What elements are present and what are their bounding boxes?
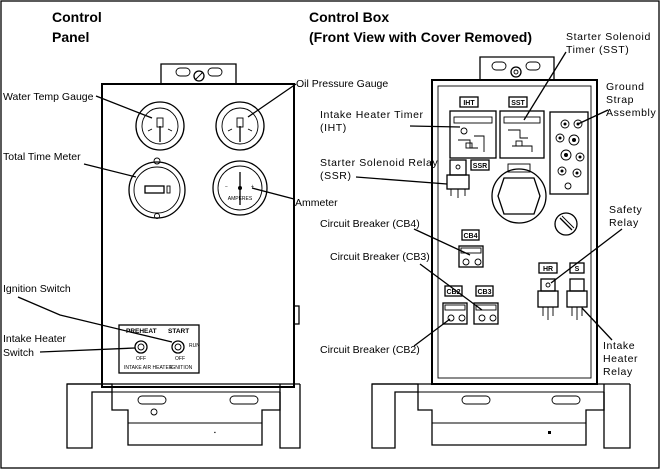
oil-pressure-gauge bbox=[215, 101, 265, 151]
leader-sst bbox=[523, 51, 567, 121]
switch-plate-preheat: PREHEAT bbox=[126, 328, 157, 335]
switch-plate-run: RUN bbox=[189, 343, 200, 349]
leader-cb2 bbox=[413, 318, 451, 347]
label-sst-line1: Starter Solenoid bbox=[566, 31, 651, 43]
left-mounting-base: ▪ bbox=[66, 383, 301, 449]
svg-text:+: + bbox=[251, 184, 254, 190]
label-cb3: Circuit Breaker (CB3) bbox=[330, 251, 430, 263]
right-mounting-base bbox=[371, 383, 631, 449]
intake-heater-switch[interactable] bbox=[134, 340, 148, 354]
svg-text:▪: ▪ bbox=[214, 430, 216, 436]
label-ssr-line1: Starter Solenoid Relay bbox=[320, 157, 438, 169]
left-title-line1: Control bbox=[52, 9, 102, 25]
tag-cb4: CB4 bbox=[463, 233, 477, 240]
label-sst-line2: Timer (SST) bbox=[566, 44, 629, 56]
intake-heater-timer: IHT bbox=[449, 96, 497, 159]
ground-strap-assembly bbox=[549, 111, 589, 195]
switch-plate-intake-air-heater: INTAKE AIR HEATER bbox=[124, 365, 173, 371]
starter-solenoid-relay: SSR bbox=[446, 159, 490, 198]
safety-relay: S bbox=[566, 262, 588, 320]
switch-plate-off-right: OFF bbox=[175, 356, 185, 362]
leader-intake-heater-relay bbox=[581, 307, 613, 341]
tag-iht: IHT bbox=[463, 100, 475, 107]
leader-intake-heater-switch bbox=[39, 347, 136, 353]
leader-ground bbox=[577, 109, 609, 125]
label-iht-line2: (IHT) bbox=[320, 122, 347, 134]
label-ihr-line2: Heater bbox=[603, 353, 638, 365]
water-temp-gauge bbox=[135, 101, 185, 151]
label-water-temp-gauge: Water Temp Gauge bbox=[3, 91, 94, 103]
label-safety-line1: Safety bbox=[609, 204, 643, 216]
label-ignition-switch: Ignition Switch bbox=[3, 283, 71, 295]
ammeter-face-label: AMPERES bbox=[228, 196, 253, 202]
label-intake-heater-line1: Intake Heater bbox=[3, 333, 67, 345]
leader-cb4 bbox=[413, 228, 471, 256]
total-time-meter bbox=[128, 157, 186, 219]
tag-cb3: CB3 bbox=[477, 289, 491, 296]
tag-hr: HR bbox=[543, 266, 553, 273]
label-oil-pressure-gauge: Oil Pressure Gauge bbox=[296, 78, 388, 90]
label-cb4: Circuit Breaker (CB4) bbox=[320, 218, 420, 230]
leader-total-time bbox=[83, 163, 137, 178]
switch-plate-off-left: OFF bbox=[136, 356, 146, 362]
label-ground-line3: Assembly bbox=[606, 107, 656, 119]
switch-plate: PREHEAT START RUN OFF OFF INTAKE AIR HEA… bbox=[118, 324, 200, 374]
circuit-breaker-cb3: CB3 bbox=[473, 285, 499, 325]
starter-solenoid-timer: SST bbox=[499, 96, 545, 159]
leader-safety-relay bbox=[550, 228, 623, 284]
panel-side-latch bbox=[293, 305, 300, 325]
label-iht-line1: Intake Heater Timer bbox=[320, 109, 424, 121]
label-total-time-meter: Total Time Meter bbox=[3, 151, 81, 163]
switch-plate-start: START bbox=[168, 328, 189, 335]
circuit-breaker-cb2: CB2 bbox=[442, 285, 468, 325]
label-intake-heater-line2: Switch bbox=[3, 347, 34, 359]
tag-cb2: CB2 bbox=[446, 289, 460, 296]
center-socket bbox=[491, 163, 547, 224]
control-box-body bbox=[431, 79, 598, 385]
label-cb2: Circuit Breaker (CB2) bbox=[320, 344, 420, 356]
circuit-breaker-cb4: CB4 bbox=[458, 229, 484, 268]
right-top-bracket bbox=[479, 56, 555, 80]
tag-s: S bbox=[575, 266, 580, 273]
label-safety-line2: Relay bbox=[609, 217, 639, 229]
right-title-line1: Control Box bbox=[309, 9, 389, 25]
right-title-line2: (Front View with Cover Removed) bbox=[309, 29, 532, 45]
label-ground-line2: Strap bbox=[606, 94, 634, 106]
left-title-line2: Panel bbox=[52, 29, 89, 45]
tag-ssr: SSR bbox=[473, 163, 487, 170]
control-panel-body bbox=[101, 83, 295, 388]
label-ssr-line2: (SSR) bbox=[320, 170, 352, 182]
leader-iht bbox=[409, 125, 461, 128]
leader-cb3 bbox=[419, 263, 483, 311]
ignition-switch[interactable] bbox=[171, 340, 185, 354]
ammeter: − + AMPERES bbox=[212, 160, 268, 216]
leader-ammeter bbox=[251, 187, 295, 200]
label-ihr-line3: Relay bbox=[603, 366, 633, 378]
svg-text:−: − bbox=[225, 184, 228, 190]
control-box-inner bbox=[437, 85, 592, 379]
switch-plate-ignition: IGNITION bbox=[170, 365, 193, 371]
tag-sst: SST bbox=[511, 100, 525, 107]
leader-ssr bbox=[355, 176, 448, 185]
leader-water-temp bbox=[95, 95, 153, 119]
label-ihr-line1: Intake bbox=[603, 340, 635, 352]
label-ammeter: Ammeter bbox=[295, 197, 338, 209]
label-ground-line1: Ground bbox=[606, 81, 645, 93]
leader-oil-pressure bbox=[247, 83, 297, 118]
round-knob bbox=[554, 212, 578, 236]
intake-heater-relay: HR bbox=[537, 262, 559, 320]
leader-ignition bbox=[17, 296, 173, 343]
left-top-bracket bbox=[160, 63, 237, 84]
